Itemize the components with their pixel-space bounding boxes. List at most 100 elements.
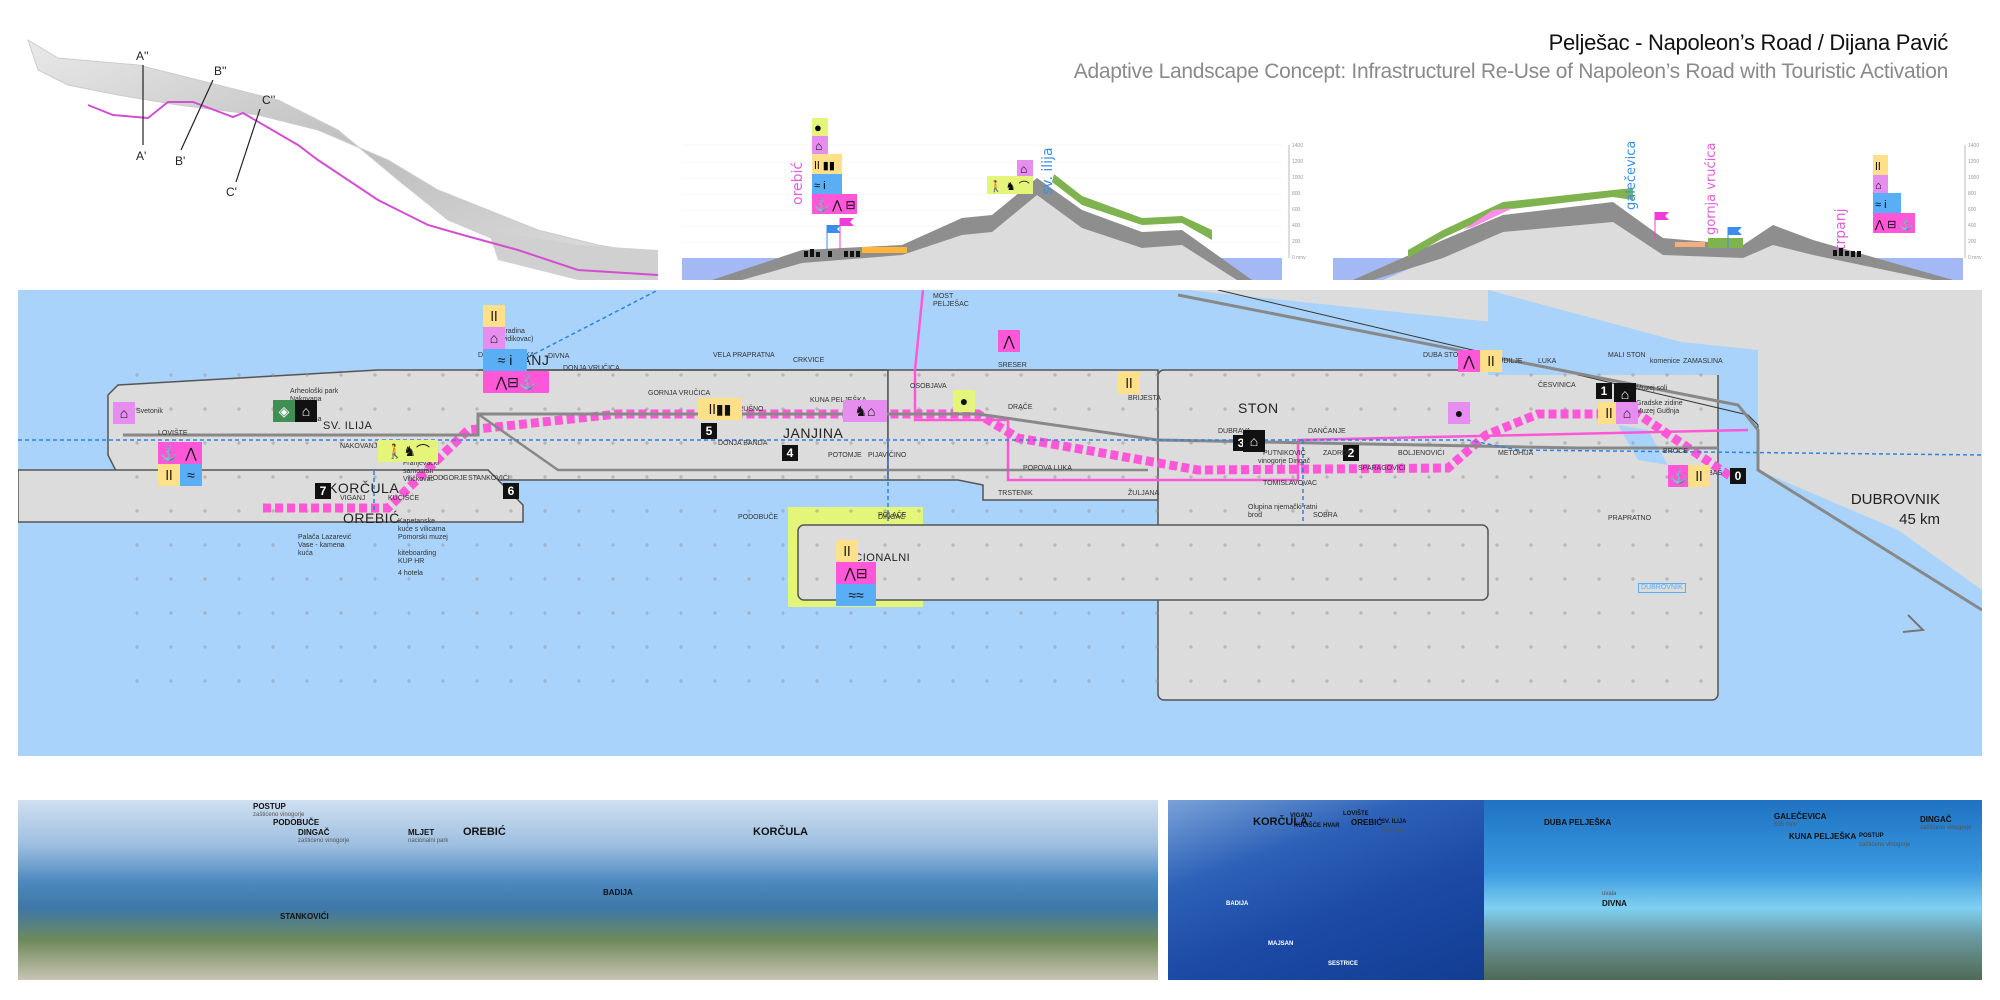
icon-stack-trpanj: ǀǀ ⌂ ≈ i ⋀ ⊟ ⚓ — [1873, 155, 1915, 233]
museum-icon[interactable]: ⌂ — [1616, 402, 1638, 424]
milestone-0[interactable]: 0 — [1730, 468, 1746, 484]
poi-olupina: Olupina njemački ratni brod — [1248, 504, 1318, 519]
section-label-c-bottom: C' — [226, 185, 237, 199]
photo-label-orebic: OREBIĆ — [1351, 818, 1383, 827]
village-donja-vrucica: DONJA VRUČICA — [563, 365, 620, 372]
village-kučišće: KUČIŠĆE — [388, 495, 420, 502]
restaurant-icon[interactable]: ǀǀ — [158, 464, 180, 486]
museum-icon[interactable]: ⌂ — [295, 400, 317, 422]
swim-icon[interactable]: ≈ — [180, 464, 202, 486]
photo-label-korcula: KORČULA — [1253, 816, 1308, 828]
label-most-peljesac: MOST PELJEŠAC — [933, 293, 969, 308]
village-sparagovici: SPARAGOVIĆI — [1358, 465, 1406, 472]
camp-icon[interactable]: ⋀ — [998, 330, 1020, 352]
archaeology-icon[interactable]: ◈ — [273, 400, 295, 422]
photo-label-orebic: OREBIĆ — [463, 826, 506, 838]
village-lovište: LOVIŠTE — [158, 430, 188, 437]
milestone-4[interactable]: 4 — [782, 445, 798, 461]
photo-label-viganj: VIGANJ — [1290, 813, 1313, 819]
section-b-line — [180, 79, 214, 151]
svg-text:0 mnv: 0 mnv — [1292, 255, 1306, 261]
museum-icon[interactable]: ⌂ — [1614, 383, 1636, 405]
milestone-5[interactable]: 5 — [701, 423, 717, 439]
vegetation — [1052, 174, 1212, 240]
anchor-icon[interactable]: ⚓ — [1668, 465, 1690, 487]
village-mali-ston: MALI STON — [1608, 352, 1646, 359]
restaurant-icon[interactable]: ǀǀ — [1688, 465, 1710, 487]
swim-icon[interactable]: ≈≈ — [836, 584, 876, 606]
camp-icon[interactable]: ⋀⊟⚓ — [483, 371, 549, 393]
village-duba-stonska: DUBA STONSKA — [1423, 352, 1478, 359]
section-c-line — [235, 108, 261, 183]
village-vela-prapratna: VELA PRAPRATNA — [713, 352, 775, 359]
hiking-icon[interactable]: 🚶♞⌒ — [378, 440, 438, 462]
restaurant-icon[interactable]: ǀǀ — [1118, 372, 1140, 394]
milestone-6[interactable]: 6 — [503, 483, 519, 499]
camp-icon[interactable]: ⋀ — [1458, 350, 1480, 372]
page-title: Pelješac - Napoleon’s Road / Dijana Pavi… — [1548, 30, 1949, 55]
photo-label-stankovici: STANKOVIĆI — [280, 912, 329, 921]
section-label-a-bottom: A' — [136, 149, 146, 163]
museum-icon: ⌂ — [1020, 162, 1027, 176]
wine-icon[interactable]: ǀǀ▮▮ — [698, 398, 742, 420]
restaurant-icon[interactable]: ǀǀ — [1598, 402, 1620, 424]
cave-icon[interactable]: ● — [1448, 402, 1470, 424]
milestone-1[interactable]: 1 — [1596, 383, 1612, 399]
dubrovnik-arrow — [1902, 614, 1926, 633]
elevation-profile-orebic-sv-ilija: orebić ● ⌂ ǀǀ ▮▮ ≈ i ⚓ ⋀ ⊟ ⌂ 🚶 ♞ ⌒ sv. i… — [682, 118, 1306, 280]
camp-icon[interactable]: ⋀⊟ — [836, 562, 876, 584]
svg-text:200: 200 — [1968, 239, 1977, 245]
mainland — [1188, 290, 1982, 590]
village-nakovanj: NAKOVANJ — [340, 443, 378, 450]
village-stankovići: STANKOVIĆI — [468, 475, 510, 482]
village-pijavicino: PIJAVIČINO — [868, 452, 907, 459]
camp-icon[interactable]: ⋀ — [180, 442, 202, 464]
orchard — [1675, 242, 1705, 247]
restaurant-icon[interactable]: ǀǀ — [1480, 350, 1502, 372]
village-osobjava: OSOBJAVA — [910, 383, 947, 390]
balloon-icon[interactable]: ● — [953, 390, 975, 412]
milestone-7[interactable]: 7 — [315, 483, 331, 499]
photo-label-duba-peljeska: DUBA PELJEŠKA — [1544, 818, 1612, 827]
museum-icon[interactable]: ⌂ — [113, 402, 135, 424]
poi-gradina: Gradina (vidikovac) — [500, 328, 534, 343]
poi-4-hotela: 4 hotela — [398, 570, 423, 577]
svg-text:0 mnv: 0 mnv — [1968, 255, 1982, 261]
beach — [862, 247, 907, 253]
museum-icon[interactable]: ♞⌂ — [843, 400, 887, 422]
hiking-icon: 🚶 ♞ ⌒ — [989, 180, 1030, 193]
swim-icon[interactable]: ≈ i — [483, 349, 527, 371]
milestone-2[interactable]: 2 — [1343, 445, 1359, 461]
poi-kiteboarding: kiteboarding KUP HR — [398, 550, 437, 565]
meadow — [1463, 208, 1513, 230]
map-graphics — [18, 290, 1982, 701]
village-dubrava: DUBRAVA — [1218, 428, 1251, 435]
village-brijesta: BRIJESTA — [1128, 395, 1161, 402]
elevation-axis: 1400 1200 1000 800 600 400 200 0 mnv — [1964, 143, 1982, 261]
village-divna: DIVNA — [548, 353, 570, 360]
museum-icon[interactable]: ⌂ — [483, 327, 505, 349]
photo-label-kuna-peljeska: KUNA PELJEŠKA — [1789, 832, 1857, 841]
village-kobas: KOBAŠ — [1698, 470, 1723, 477]
town-label-korcula: KORČULA — [328, 480, 400, 496]
village-sobra: SOBRA — [1313, 512, 1338, 519]
photo-label-podobuce: PODOBUČE — [273, 818, 320, 827]
village-metohija: METOHIJA — [1498, 450, 1534, 457]
restaurant-icon[interactable]: ǀǀ — [836, 540, 858, 562]
anchor-icon[interactable]: ⚓ — [158, 442, 180, 464]
section-label-b-top: B'' — [214, 64, 227, 78]
village-cesvinica: ČESVINICA — [1538, 382, 1576, 389]
village-zadrde: ZADRDE — [1323, 450, 1352, 457]
museum-icon[interactable]: ⌂ — [1243, 430, 1265, 452]
restaurant-icon[interactable]: ǀǀ — [483, 305, 505, 327]
section-label-a-top: A'' — [136, 49, 149, 63]
restaurant-icon: ǀǀ ▮▮ — [814, 160, 835, 172]
place-label-sv-ilija: sv. ilija — [1040, 147, 1056, 195]
svg-text:1000: 1000 — [1968, 175, 1979, 181]
